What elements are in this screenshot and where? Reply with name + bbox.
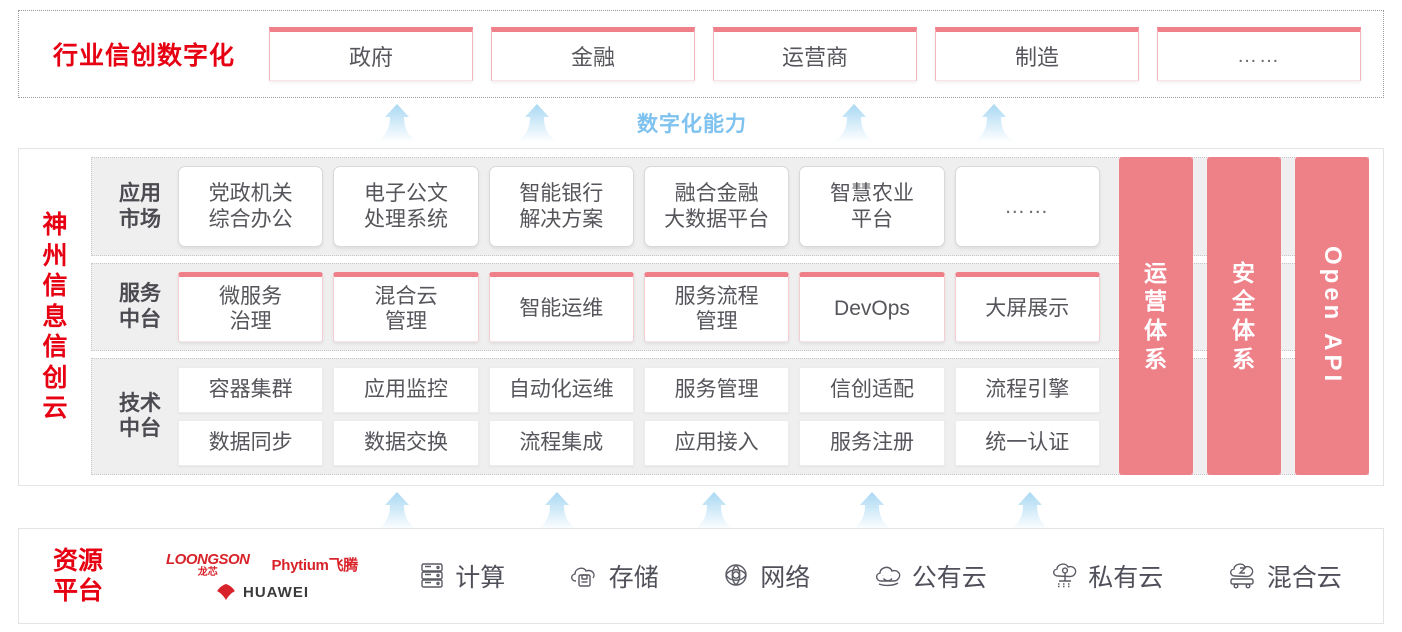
cell-smart-agriculture-platform[interactable]: 智慧农业平台 — [799, 166, 945, 248]
cell-process-integration[interactable]: 流程集成 — [488, 419, 634, 466]
layer-cell-row-1: 容器集群应用监控自动化运维服务管理信创适配流程引擎 — [178, 366, 1100, 413]
layer-cell-row-2: 数据同步数据交换流程集成应用接入服务注册统一认证 — [178, 419, 1100, 466]
cell-edoc-system[interactable]: 电子公文处理系统 — [333, 166, 479, 248]
resource-item-network[interactable]: 网络 — [721, 558, 810, 594]
logo-loongson-sub: 龙芯 — [197, 566, 218, 578]
cloud-brand-char-3: 信 — [42, 272, 68, 301]
resource-item-label-4: 私有云 — [1088, 564, 1164, 592]
resource-item-label-5: 混合云 — [1266, 564, 1342, 592]
resource-item-public-cloud[interactable]: 公有云 — [873, 558, 987, 594]
cell-automated-ops[interactable]: 自动化运维 — [488, 366, 634, 413]
cell-big-screen-display[interactable]: 大屏展示 — [954, 272, 1100, 342]
pillar-open-api[interactable]: Open API — [1295, 157, 1369, 475]
cloud-storage-icon — [570, 567, 595, 587]
layer-cell-rows-technical-middle-platform: 容器集群应用监控自动化运维服务管理信创适配流程引擎数据同步数据交换流程集成应用接… — [178, 366, 1100, 466]
industry-card-more[interactable]: …… — [1157, 27, 1361, 81]
cell-data-sync[interactable]: 数据同步 — [178, 419, 324, 466]
cloud-brand-char-2: 州 — [42, 241, 68, 270]
resource-item-label-2: 网络 — [760, 564, 811, 592]
cloud-brand-vertical-title: 神州信息信创云 — [19, 149, 91, 485]
private-cloud-icon — [1053, 563, 1077, 588]
resource-item-label-0: 计算 — [455, 564, 506, 592]
public-cloud-icon — [875, 566, 901, 587]
logo-loongson-wordmark: LOONGSON — [166, 550, 250, 568]
shenzhou-cloud-panel: 神州信息信创云 应用市场党政机关综合办公电子公文处理系统智能银行解决方案融合金融… — [18, 148, 1384, 486]
capability-arrow-3 — [832, 104, 876, 142]
industry-card-manufacturing[interactable]: 制造 — [935, 27, 1139, 81]
server-icon — [421, 563, 443, 588]
cell-data-exchange[interactable]: 数据交换 — [333, 419, 479, 466]
industry-band: 行业信创数字化 政府金融运营商制造 …… — [18, 10, 1384, 98]
resource-arrow-2 — [535, 492, 579, 530]
layer-label-technical-middle-platform: 技术中台 — [119, 391, 161, 441]
cell-service-management[interactable]: 服务管理 — [643, 366, 790, 413]
resource-item-hybrid-cloud[interactable]: 混合云 — [1226, 558, 1342, 594]
cell-intelligent-ops[interactable]: 智能运维 — [488, 272, 634, 342]
cell-unified-authentication[interactable]: 统一认证 — [954, 419, 1100, 466]
capability-arrow-2 — [515, 104, 559, 142]
pillar-label-0: 运营体系 — [1144, 259, 1168, 372]
cell-service-registry[interactable]: 服务注册 — [799, 419, 945, 466]
pillar-label-2: Open API — [1319, 246, 1346, 386]
logo-huawei: HUAWEI — [215, 584, 309, 601]
cell-devops[interactable]: DevOps — [799, 272, 945, 342]
resource-platform-title: 资源平台 — [52, 546, 103, 606]
industry-card-finance[interactable]: 金融 — [491, 27, 695, 81]
cell-xinchuang-adaptation[interactable]: 信创适配 — [799, 366, 945, 413]
cell-finance-bigdata-platform[interactable]: 融合金融大数据平台 — [643, 166, 790, 248]
pillar-security-system[interactable]: 安全体系 — [1207, 157, 1281, 475]
capability-arrow-4 — [972, 104, 1016, 142]
hybrid-cloud-icon — [1229, 563, 1254, 589]
resource-item-storage[interactable]: 存储 — [568, 558, 659, 594]
resource-item-compute[interactable]: 计算 — [418, 558, 505, 594]
cloud-brand-char-1: 神 — [42, 211, 68, 240]
resource-item-list: 计算 存储 网络 公有云 私有云 混合云 — [387, 558, 1383, 594]
cell-microservice-governance[interactable]: 微服务治理 — [178, 272, 324, 342]
resource-item-private-cloud[interactable]: 私有云 — [1049, 558, 1163, 594]
logo-row-2: HUAWEI — [215, 584, 309, 601]
resource-arrow-5 — [1008, 492, 1052, 530]
layer-cell-row-application-market: 党政机关综合办公电子公文处理系统智能银行解决方案融合金融大数据平台智慧农业平台…… — [178, 166, 1100, 248]
resource-arrow-3 — [692, 492, 736, 530]
industry-card-list: 政府金融运营商制造 …… — [269, 27, 1383, 81]
industry-card-government[interactable]: 政府 — [269, 27, 473, 81]
capability-label: 数字化能力 — [637, 113, 747, 136]
cell-container-cluster[interactable]: 容器集群 — [178, 366, 324, 413]
cell-more[interactable]: …… — [954, 166, 1100, 248]
cell-service-process-management[interactable]: 服务流程管理 — [643, 272, 790, 342]
resource-arrow-1 — [375, 492, 419, 530]
layer-label-application-market: 应用市场 — [119, 182, 161, 231]
resource-arrow-row — [0, 488, 1402, 530]
cell-process-engine[interactable]: 流程引擎 — [954, 366, 1100, 413]
capability-arrow-row-top: 数字化能力 — [0, 100, 1402, 142]
industry-card-carrier[interactable]: 运营商 — [713, 27, 917, 81]
cloud-brand-char-6: 创 — [42, 363, 68, 392]
industry-band-title: 行业信创数字化 — [52, 42, 235, 70]
cloud-brand-char-5: 信 — [42, 333, 68, 362]
capability-arrow-1 — [375, 104, 419, 142]
resource-item-label-3: 公有云 — [911, 564, 987, 592]
cell-smart-bank-solution[interactable]: 智能银行解决方案 — [488, 166, 634, 248]
layer-label-service-middle-platform: 服务中台 — [119, 282, 161, 332]
logo-huawei-wordmark: HUAWEI — [243, 583, 309, 601]
network-mesh-icon — [725, 564, 747, 586]
pillar-label-1: 安全体系 — [1232, 259, 1256, 372]
cell-party-government-office[interactable]: 党政机关综合办公 — [178, 166, 324, 248]
resource-item-label-1: 存储 — [608, 564, 659, 592]
cell-application-monitoring[interactable]: 应用监控 — [333, 366, 479, 413]
cell-application-access[interactable]: 应用接入 — [643, 419, 790, 466]
pillar-operation-system[interactable]: 运营体系 — [1119, 157, 1193, 475]
cloud-brand-char-7: 云 — [42, 394, 68, 423]
resource-arrow-4 — [850, 492, 894, 530]
cell-hybrid-cloud-management[interactable]: 混合云管理 — [333, 272, 479, 342]
logo-phytium: Phytium飞腾 — [271, 557, 359, 574]
cloud-pillars: 运营体系 安全体系 Open API — [1119, 157, 1369, 475]
cloud-brand-char-4: 息 — [42, 302, 68, 331]
